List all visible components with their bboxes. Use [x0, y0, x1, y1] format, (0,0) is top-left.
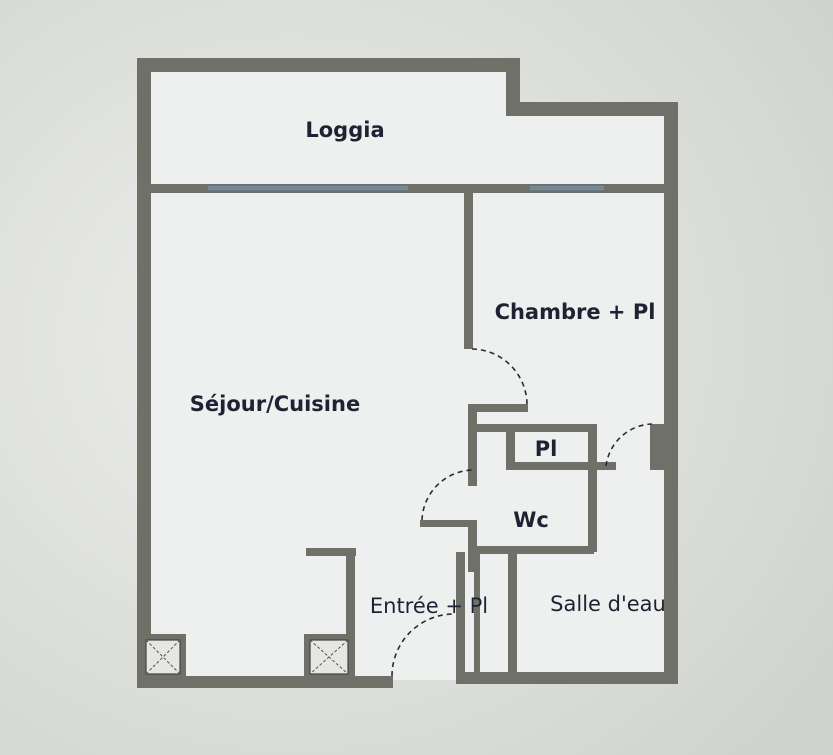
label-placard: Pl — [535, 437, 558, 461]
label-salle-eau: Salle d'eau — [550, 592, 666, 616]
label-entree: Entrée + Pl — [370, 594, 488, 618]
label-loggia: Loggia — [305, 118, 384, 142]
entrance-door — [391, 613, 455, 677]
chambre-door — [471, 348, 528, 405]
ventilation-ducts — [140, 634, 354, 680]
label-chambre: Chambre + Pl — [495, 300, 656, 324]
duct-right — [304, 634, 354, 680]
door-swings — [391, 348, 653, 677]
room-labels: Loggia Chambre + Pl Séjour/Cuisine Pl Wc… — [190, 118, 666, 618]
floor-areas — [146, 72, 664, 680]
entree-wc-door — [421, 469, 475, 521]
label-wc: Wc — [513, 508, 549, 532]
label-sejour: Séjour/Cuisine — [190, 392, 360, 416]
duct-left — [140, 634, 186, 680]
exterior-walls — [137, 58, 678, 688]
